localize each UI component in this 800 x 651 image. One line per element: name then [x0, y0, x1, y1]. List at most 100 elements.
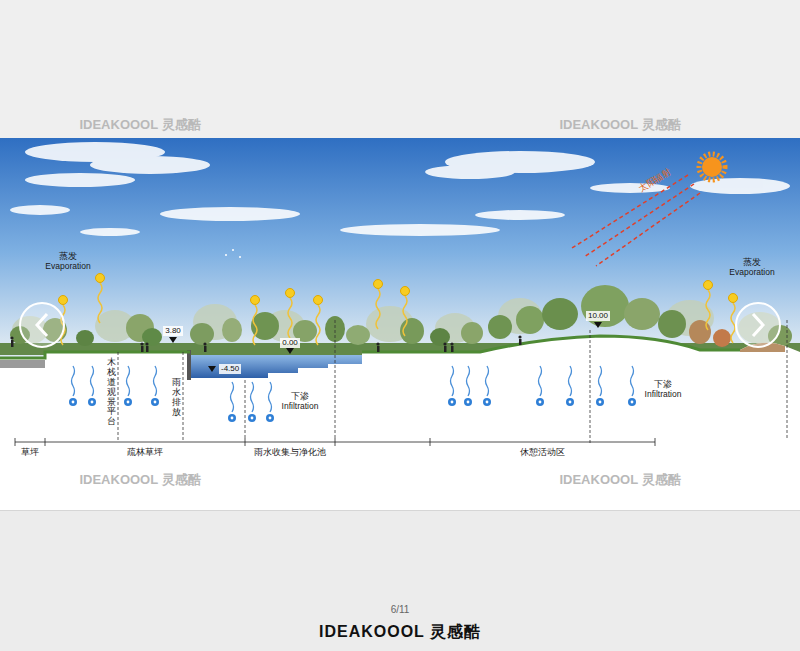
- cloud: [90, 156, 210, 174]
- elevation-value: 10.00: [586, 311, 610, 320]
- person: [141, 346, 144, 352]
- evaporation-symbol: [314, 296, 323, 346]
- tree: [689, 320, 711, 344]
- bird: [225, 254, 227, 256]
- infiltration-symbol: [88, 366, 96, 406]
- sun: [702, 157, 722, 177]
- birds: [225, 249, 241, 258]
- watermark: IDEAKOOOL 灵感酷: [79, 118, 200, 133]
- zone-divider: [590, 330, 591, 445]
- radiation-lines: [572, 175, 700, 266]
- person: [203, 342, 206, 345]
- radiation-line: [572, 175, 688, 248]
- elevation-value: 0.00: [280, 338, 300, 347]
- page-band: [0, 0, 800, 138]
- person: [145, 342, 148, 345]
- tree: [624, 298, 660, 330]
- radiation-label: 太阳辐射: [637, 166, 673, 194]
- tree: [430, 328, 450, 346]
- tree: [346, 325, 370, 345]
- cloud: [10, 205, 70, 215]
- chevron: [37, 314, 47, 336]
- page-number: 6/11: [391, 604, 410, 616]
- zone-label: 疏林草坪: [127, 447, 163, 457]
- infiltration-symbol: [228, 382, 236, 422]
- person: [443, 342, 446, 345]
- zone-label: 雨水收集与净化池: [254, 447, 326, 457]
- paving-slab: [0, 360, 45, 368]
- person: [450, 342, 453, 345]
- person: [11, 340, 14, 347]
- person: [451, 346, 454, 352]
- infiltration-symbol: [151, 366, 159, 406]
- elevation-triangle: [208, 366, 216, 372]
- tree: [325, 316, 345, 342]
- infiltration-symbol: [536, 366, 544, 406]
- logo: IDEAKOOOL 灵感酷: [319, 623, 481, 641]
- zone-divider: [335, 320, 336, 440]
- sky: [0, 138, 800, 363]
- soil-section: [0, 336, 800, 510]
- zone-label: 休憩活动区: [520, 447, 565, 457]
- tree: [581, 285, 629, 327]
- infiltration-symbol: [628, 366, 636, 406]
- cloud: [340, 224, 500, 236]
- infiltration-symbol: [566, 366, 574, 406]
- zone-divider: [118, 352, 119, 440]
- people: [10, 335, 521, 352]
- cloud: [425, 165, 515, 179]
- elevation-value: 3.80: [163, 326, 183, 335]
- cloud: [475, 210, 565, 220]
- pond-water: [190, 355, 362, 378]
- evaporation-symbol: [374, 280, 383, 330]
- person: [140, 342, 143, 345]
- infiltration-symbols: [69, 366, 636, 422]
- zone-label: 草坪: [21, 447, 39, 457]
- process-label: 下渗 Infiltration: [273, 392, 328, 412]
- infiltration-symbol: [266, 382, 274, 422]
- infiltration-symbol: [69, 366, 77, 406]
- elevation-value: -4.50: [219, 364, 241, 373]
- tree: [461, 322, 483, 344]
- page-band: [0, 510, 800, 651]
- person: [377, 346, 380, 352]
- radiation-line: [584, 184, 694, 257]
- tree: [190, 323, 214, 345]
- infiltration-symbol: [124, 366, 132, 406]
- tree: [222, 318, 242, 342]
- infiltration-symbol: [483, 366, 491, 406]
- person: [518, 335, 521, 338]
- watermark: IDEAKOOOL 灵感酷: [559, 473, 680, 488]
- evaporation-symbol: [401, 287, 410, 337]
- ruler-tick: [655, 438, 656, 446]
- ruler-tick: [335, 438, 336, 446]
- chevron: [753, 314, 763, 336]
- slider-arrows: [20, 303, 780, 347]
- feature-label: 木栈道观景平台: [107, 358, 116, 427]
- ruler-tick: [15, 438, 16, 446]
- process-label: 下渗 Infiltration: [636, 380, 691, 400]
- bird: [232, 249, 234, 251]
- elevation-triangle: [286, 348, 294, 354]
- evaporation-symbol: [286, 289, 295, 339]
- cloud: [25, 173, 135, 187]
- tree: [713, 329, 731, 347]
- person: [146, 346, 149, 352]
- arrow-button: [20, 303, 64, 347]
- pond-wall: [187, 350, 191, 380]
- person: [204, 346, 207, 352]
- bird: [239, 256, 241, 258]
- tree: [142, 328, 162, 346]
- zone-ruler: [15, 438, 655, 446]
- process-label: 蒸发 Evaporation: [722, 258, 782, 278]
- infiltration-symbol: [448, 366, 456, 406]
- infiltration-symbol: [596, 366, 604, 406]
- distant-trees: [12, 298, 782, 344]
- cloud: [160, 207, 300, 221]
- zone-divider: [787, 320, 788, 440]
- evaporation-symbol: [704, 281, 713, 331]
- infiltration-symbol: [248, 382, 256, 422]
